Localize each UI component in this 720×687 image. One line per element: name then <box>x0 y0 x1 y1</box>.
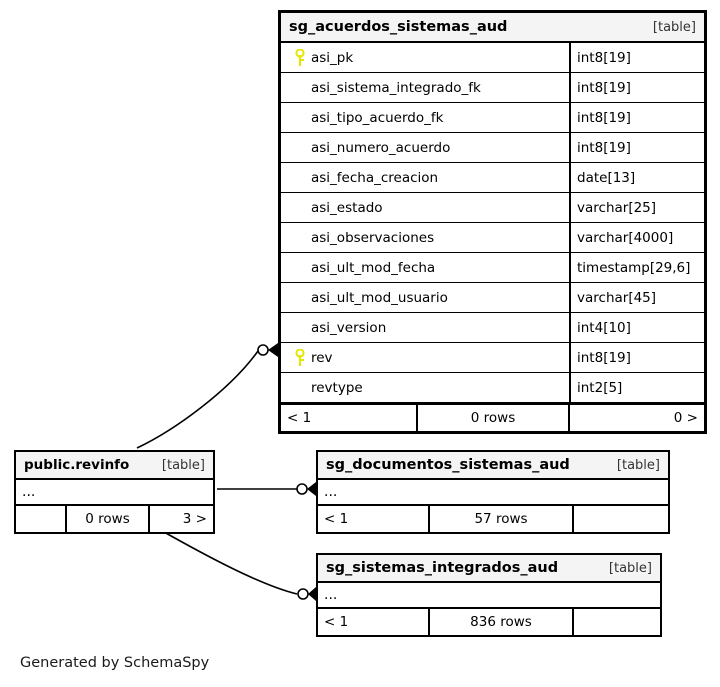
column-label: asi_version <box>311 319 387 336</box>
column-name-cell: asi_estado <box>281 193 571 222</box>
table-row[interactable]: rev int8[19] <box>281 343 704 373</box>
column-type: varchar[45] <box>577 289 657 306</box>
primary-key-icon <box>289 348 311 367</box>
footer-parent-count[interactable]: < 1 <box>281 405 418 431</box>
column-label: asi_estado <box>311 199 383 216</box>
footer-parent-count[interactable] <box>16 506 67 532</box>
table-kind-label: [table] <box>608 560 652 576</box>
footer-child-count[interactable] <box>574 506 668 532</box>
generated-by-caption: Generated by SchemaSpy <box>20 655 210 671</box>
column-type: int8[19] <box>577 49 631 66</box>
table-row[interactable]: asi_estado varchar[25] <box>281 193 704 223</box>
edge-revinfo-to-sistemas <box>163 531 316 601</box>
table-row[interactable]: asi_tipo_acuerdo_fk int8[19] <box>281 103 704 133</box>
column-type: varchar[25] <box>577 199 657 216</box>
footer-row-count: 57 rows <box>430 506 574 532</box>
column-name-cell: asi_observaciones <box>281 223 571 252</box>
column-name-cell: asi_sistema_integrado_fk <box>281 73 571 102</box>
table-row[interactable]: asi_fecha_creacion date[13] <box>281 163 704 193</box>
column-label: asi_ult_mod_usuario <box>311 289 448 306</box>
table-title: sg_documentos_sistemas_aud <box>326 457 570 473</box>
table-row[interactable]: asi_ult_mod_fecha timestamp[29,6] <box>281 253 704 283</box>
table-sg-documentos-sistemas-aud[interactable]: sg_documentos_sistemas_aud [table] ... <… <box>316 450 670 534</box>
table-row[interactable]: asi_observaciones varchar[4000] <box>281 223 704 253</box>
column-name-cell: asi_version <box>281 313 571 342</box>
edge-revinfo-to-acuerdos <box>136 343 278 449</box>
column-type: int8[19] <box>577 349 631 366</box>
edge-revinfo-to-documentos <box>217 482 316 496</box>
column-type: int8[19] <box>577 79 631 96</box>
table-header: sg_documentos_sistemas_aud [table] <box>318 452 668 480</box>
column-label: asi_sistema_integrado_fk <box>311 79 481 96</box>
footer-row-count: 836 rows <box>430 609 574 635</box>
column-type: int4[10] <box>577 319 631 336</box>
column-type: int8[19] <box>577 109 631 126</box>
table-row[interactable]: asi_sistema_integrado_fk int8[19] <box>281 73 704 103</box>
table-title: public.revinfo <box>24 457 130 473</box>
column-name-cell: rev <box>281 343 571 372</box>
table-row[interactable]: asi_numero_acuerdo int8[19] <box>281 133 704 163</box>
table-row[interactable]: revtype int2[5] <box>281 373 704 403</box>
table-footer: < 1 836 rows <box>318 609 660 635</box>
column-label: asi_ult_mod_fecha <box>311 259 436 276</box>
column-type: date[13] <box>577 169 636 186</box>
column-name-cell: asi_ult_mod_usuario <box>281 283 571 312</box>
column-label: asi_numero_acuerdo <box>311 139 451 156</box>
table-kind-label: [table] <box>616 457 660 473</box>
crowsfoot-many <box>307 482 316 496</box>
table-header: public.revinfo [table] <box>16 452 213 480</box>
column-name-cell: asi_tipo_acuerdo_fk <box>281 103 571 132</box>
table-row[interactable]: asi_ult_mod_usuario varchar[45] <box>281 283 704 313</box>
column-type: timestamp[29,6] <box>577 259 691 276</box>
table-kind-label: [table] <box>652 19 696 35</box>
column-name-cell: asi_ult_mod_fecha <box>281 253 571 282</box>
table-title: sg_acuerdos_sistemas_aud <box>289 19 508 35</box>
footer-child-count[interactable]: 3 > <box>182 511 207 527</box>
column-name-cell: asi_fecha_creacion <box>281 163 571 192</box>
cardinality-zero-circle <box>297 588 309 600</box>
column-type: int2[5] <box>577 379 623 396</box>
footer-parent-count[interactable]: < 1 <box>318 609 430 635</box>
column-label: revtype <box>311 379 363 396</box>
column-label: asi_observaciones <box>311 229 435 246</box>
table-title: sg_sistemas_integrados_aud <box>326 560 559 576</box>
table-row[interactable]: asi_pk int8[19] <box>281 43 704 73</box>
column-type: varchar[4000] <box>577 229 674 246</box>
footer-row-count: 0 rows <box>418 405 570 431</box>
column-name-cell: asi_numero_acuerdo <box>281 133 571 162</box>
cardinality-zero-circle <box>257 344 269 356</box>
table-header: sg_acuerdos_sistemas_aud [table] <box>281 13 704 43</box>
column-name-cell: revtype <box>281 373 571 402</box>
table-footer: < 1 0 rows 0 > <box>281 403 704 431</box>
primary-key-icon <box>289 48 311 67</box>
crowsfoot-many <box>268 343 278 357</box>
collapsed-columns-row[interactable]: ... <box>318 583 660 609</box>
table-sg-sistemas-integrados-aud[interactable]: sg_sistemas_integrados_aud [table] ... <… <box>316 553 662 637</box>
table-public-revinfo[interactable]: public.revinfo [table] ... 0 rows 3 > <box>14 450 215 534</box>
collapsed-columns-row[interactable]: ... <box>318 480 668 506</box>
footer-parent-count[interactable]: < 1 <box>318 506 430 532</box>
table-header: sg_sistemas_integrados_aud [table] <box>318 555 660 583</box>
column-label: asi_pk <box>311 49 354 66</box>
column-type: int8[19] <box>577 139 631 156</box>
table-footer: < 1 57 rows <box>318 506 668 532</box>
column-label: asi_tipo_acuerdo_fk <box>311 109 444 126</box>
footer-child-count[interactable] <box>574 609 660 635</box>
table-row[interactable]: asi_version int4[10] <box>281 313 704 343</box>
crowsfoot-many <box>308 587 316 601</box>
column-name-cell: asi_pk <box>281 43 571 72</box>
collapsed-columns-row[interactable]: ... <box>16 480 213 506</box>
column-label: rev <box>311 349 333 366</box>
table-footer: 0 rows 3 > <box>16 506 213 532</box>
cardinality-zero-circle <box>296 483 308 495</box>
footer-row-count: 0 rows <box>67 506 150 532</box>
table-sg-acuerdos-sistemas-aud[interactable]: sg_acuerdos_sistemas_aud [table] asi_pk … <box>278 10 707 434</box>
table-kind-label: [table] <box>161 457 205 473</box>
footer-child-count[interactable]: 0 > <box>673 410 698 426</box>
column-label: asi_fecha_creacion <box>311 169 439 186</box>
